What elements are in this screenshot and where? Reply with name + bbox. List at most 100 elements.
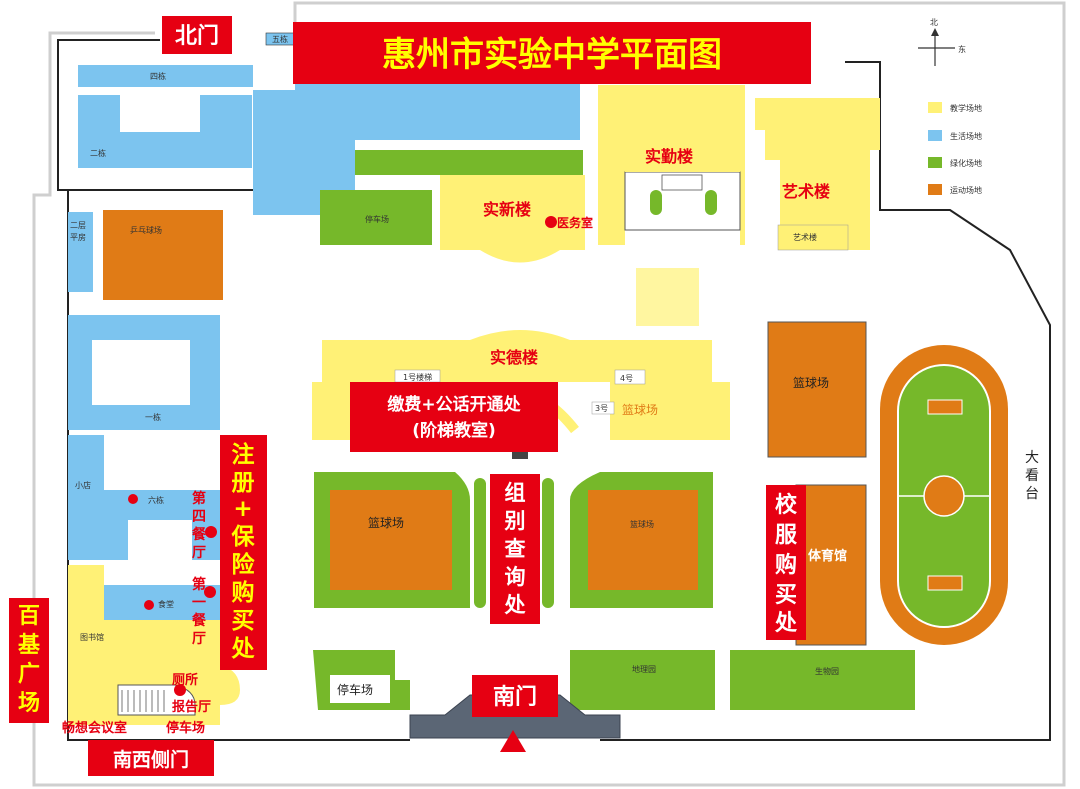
zubie-4: 询	[505, 565, 526, 589]
label-yishu-small: 艺术楼	[793, 232, 817, 242]
stairs-lines	[121, 690, 165, 712]
pingpang-court	[103, 210, 223, 300]
diyi-3: 餐	[191, 612, 207, 629]
baiji-1: 百	[18, 604, 40, 629]
label-shide: 实德楼	[490, 348, 538, 367]
label-lanqiu-left: 篮球场	[368, 515, 404, 530]
title-box	[293, 22, 811, 84]
building-xiaodian	[68, 435, 104, 560]
xiaofu-2: 服	[775, 523, 798, 548]
label-lanqiu-yellow: 篮球场	[622, 402, 658, 417]
label-erceng-1: 二层	[70, 221, 86, 230]
building-shiqin-top	[625, 100, 740, 172]
north-gate-box[interactable]	[162, 16, 232, 54]
xiaofu-1: 校	[775, 492, 798, 518]
zhuce-6: 购	[232, 580, 255, 606]
building-tiyuguan	[795, 484, 867, 646]
zhuce-5: 险	[232, 551, 256, 578]
diyi-1: 第	[192, 576, 206, 593]
yellow-square	[636, 268, 699, 326]
baiji-2: 基	[18, 633, 41, 658]
diliyuan	[570, 650, 715, 710]
label-hao3: 3号	[595, 404, 608, 413]
legend-label-2: 生活场地	[950, 131, 982, 141]
label-tingche-north: 停车场	[365, 214, 389, 224]
zhuce-4: 保	[231, 523, 256, 550]
diyi-4: 厅	[192, 631, 206, 647]
legend-swatch-1	[928, 102, 942, 113]
label-tiyuguan: 体育馆	[808, 548, 847, 564]
label-baogaoting: 报告厅	[172, 699, 211, 715]
label-yidong: 一栋	[145, 412, 161, 422]
legend-label-1: 教学场地	[950, 103, 982, 113]
baiji-3: 广	[18, 661, 40, 687]
building-shiqin-court	[624, 171, 741, 231]
xiaofu-4: 买	[775, 583, 797, 608]
baiji-box	[9, 598, 49, 723]
label-erceng-2: 平房	[70, 232, 86, 242]
stairs-shiqin	[661, 174, 703, 191]
building-sidong	[78, 65, 253, 87]
building-yidong	[68, 315, 220, 430]
disi-2: 四	[192, 509, 206, 525]
building-tushuguan	[68, 565, 240, 725]
building-shixin	[440, 175, 585, 263]
label-tushuguan: 图书馆	[80, 632, 104, 642]
jiaofei-line2: (阶梯教室)	[412, 420, 496, 441]
label-daikantai-1: 大	[1025, 450, 1039, 466]
label-hao4: 4号	[620, 374, 633, 383]
label-pingpang: 乒乓球场	[130, 225, 162, 235]
building-liudong	[104, 490, 220, 560]
label-liudong: 六栋	[148, 495, 164, 505]
label-daikantai-3: 台	[1025, 486, 1039, 502]
xiaofu-3: 购	[775, 552, 797, 578]
label-changxiang: 畅想会议室	[62, 720, 127, 736]
south-gate-box[interactable]	[472, 675, 558, 717]
legend-swatch-4	[928, 184, 942, 195]
diyi-2: 一	[192, 595, 206, 611]
label-sidong: 四栋	[150, 71, 166, 81]
legend-swatch-3	[928, 157, 942, 168]
stair-3	[591, 401, 615, 415]
label-shiqin: 实勤楼	[645, 147, 693, 166]
disi-3: 餐	[191, 526, 207, 543]
green-path-left	[474, 478, 486, 608]
parking-south-box	[330, 675, 390, 703]
zhuce-1: 注	[232, 441, 255, 468]
basketball-east	[767, 321, 867, 458]
label-lanqiu-right: 篮球场	[630, 519, 654, 529]
label-diliyuan: 地理园	[632, 664, 656, 674]
legend-label-3: 绿化场地	[950, 158, 982, 168]
diyi-marker	[204, 586, 216, 598]
stair-4	[614, 369, 646, 385]
baiji-4: 场	[18, 691, 40, 716]
disi-1: 第	[192, 490, 206, 507]
yiwushi-marker	[545, 216, 557, 228]
building-shitang	[104, 585, 220, 620]
legend-label-4: 运动场地	[950, 185, 982, 195]
building-yishu	[755, 98, 880, 250]
cesuo-marker	[174, 684, 186, 696]
zubie-box	[490, 474, 540, 624]
building-west-strip	[253, 45, 580, 215]
label-erdong: 二栋	[90, 148, 106, 158]
xiaofu-5: 处	[774, 610, 797, 636]
label-tingche-south: 停车场	[337, 682, 373, 697]
label-yishu: 艺术楼	[782, 182, 830, 201]
green-north-strip	[355, 150, 583, 175]
disi-marker	[205, 526, 217, 538]
map-legend: 教学场地 生活场地 绿化场地 运动场地	[928, 102, 982, 195]
zhuce-box	[220, 435, 267, 670]
label-lanqiu-east: 篮球场	[793, 375, 829, 390]
shitang-marker	[144, 600, 154, 610]
building-yishu-bottom	[777, 224, 849, 251]
legend-swatch-2	[928, 130, 942, 141]
building-erdong	[78, 95, 252, 168]
southwest-gate-box[interactable]	[88, 740, 214, 776]
south-gate-arrow[interactable]	[500, 730, 526, 752]
map-title: 惠州市实验中学平面图	[382, 35, 722, 75]
green-shiqin-right	[705, 190, 717, 215]
label-shitang: 食堂	[158, 599, 174, 609]
disi-4: 厅	[192, 545, 206, 561]
